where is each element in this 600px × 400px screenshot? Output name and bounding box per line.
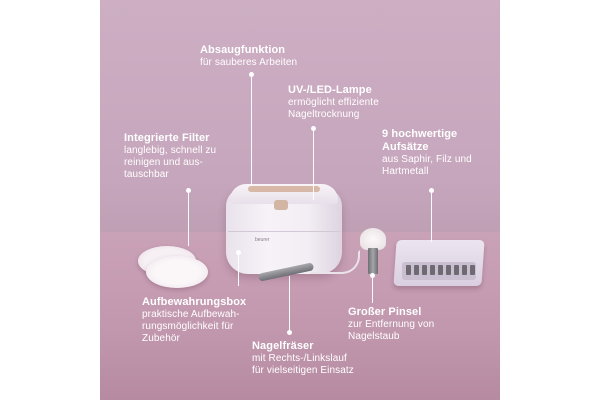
label-desc: für sauberes Arbeiten [200,57,298,68]
label-desc: reinigen und aus- [124,157,203,168]
label-title: Aufsätze [382,141,429,153]
label-desc: Hartmetall [382,166,429,177]
label-desc: rungsmöglichkeit für [142,321,234,332]
label-title: 9 hochwertige [382,128,458,140]
label-desc: Nageltrocknung [288,109,360,120]
label-title: Nagelfräser [252,340,314,352]
attachment-bit [430,265,435,275]
cable [310,250,360,274]
label-uv-led-lampe: UV-/LED-Lampe ermöglicht effiziente Nage… [288,84,379,121]
attachment-bit [414,265,419,275]
attachment-bit [470,265,475,275]
callout-dot [370,273,375,278]
attachment-bit [422,265,427,275]
callout-line-uvled [313,128,314,200]
callout-line-aufsaetze [431,190,432,242]
label-grosser-pinsel: Großer Pinsel zur Entfernung von Nagelst… [348,306,434,343]
label-desc: langlebig, schnell zu [124,145,217,156]
brand-logo: beurer [255,237,270,243]
attachment-bit [462,265,467,275]
callout-line-filter [188,190,189,246]
label-aufsaetze: 9 hochwertige Aufsätze aus Saphir, Filz … [382,128,472,178]
callout-dot [236,250,241,255]
label-desc: für vielseitigen Einsatz [252,365,354,376]
label-title: Integrierte Filter [124,132,210,144]
label-aufbewahrungsbox: Aufbewahrungsbox praktische Aufbewah- ru… [142,296,246,345]
brush-head [360,228,386,250]
attachment-bit [454,265,459,275]
label-title: UV-/LED-Lampe [288,84,372,96]
callout-dot [186,188,191,193]
callout-dot [249,72,254,77]
label-title: Großer Pinsel [348,306,422,318]
label-desc: Zubehör [142,333,180,344]
callout-line-fraeser [289,276,290,332]
product-scene: beurer Absaugfunktion für sauberes Arbei… [100,0,500,400]
label-title: Aufbewahrungsbox [142,296,247,308]
attachment-bit [438,265,443,275]
callout-dot [429,188,434,193]
label-nagelfraeser: Nagelfräser mit Rechts-/Linkslauf für vi… [252,340,354,377]
label-integrierte-filter: Integrierte Filter langlebig, schnell zu… [124,132,216,181]
label-title: Absaugfunktion [200,44,286,56]
uv-lamp-rim [248,186,320,192]
storage-drawer [228,231,340,232]
label-absaugfunktion: Absaugfunktion für sauberes Arbeiten [200,44,297,69]
callout-line-box [238,252,239,286]
label-desc: praktische Aufbewah- [142,309,240,320]
callout-dot [287,330,292,335]
label-desc: ermöglicht effiziente [288,97,379,108]
lamp-button [274,200,288,210]
callout-line-pinsel [372,275,373,303]
attachment-bit [406,265,411,275]
label-desc: zur Entfernung von [348,319,435,330]
label-desc: aus Saphir, Filz und [382,154,472,165]
callout-line-absaug [251,74,252,186]
label-desc: Nagelstaub [348,331,400,342]
callout-dot [311,126,316,131]
brush-handle [368,248,378,274]
label-desc: tauschbar [124,169,169,180]
label-desc: mit Rechts-/Linkslauf [252,353,347,364]
attachment-bit [446,265,451,275]
filter-disc [146,256,208,288]
